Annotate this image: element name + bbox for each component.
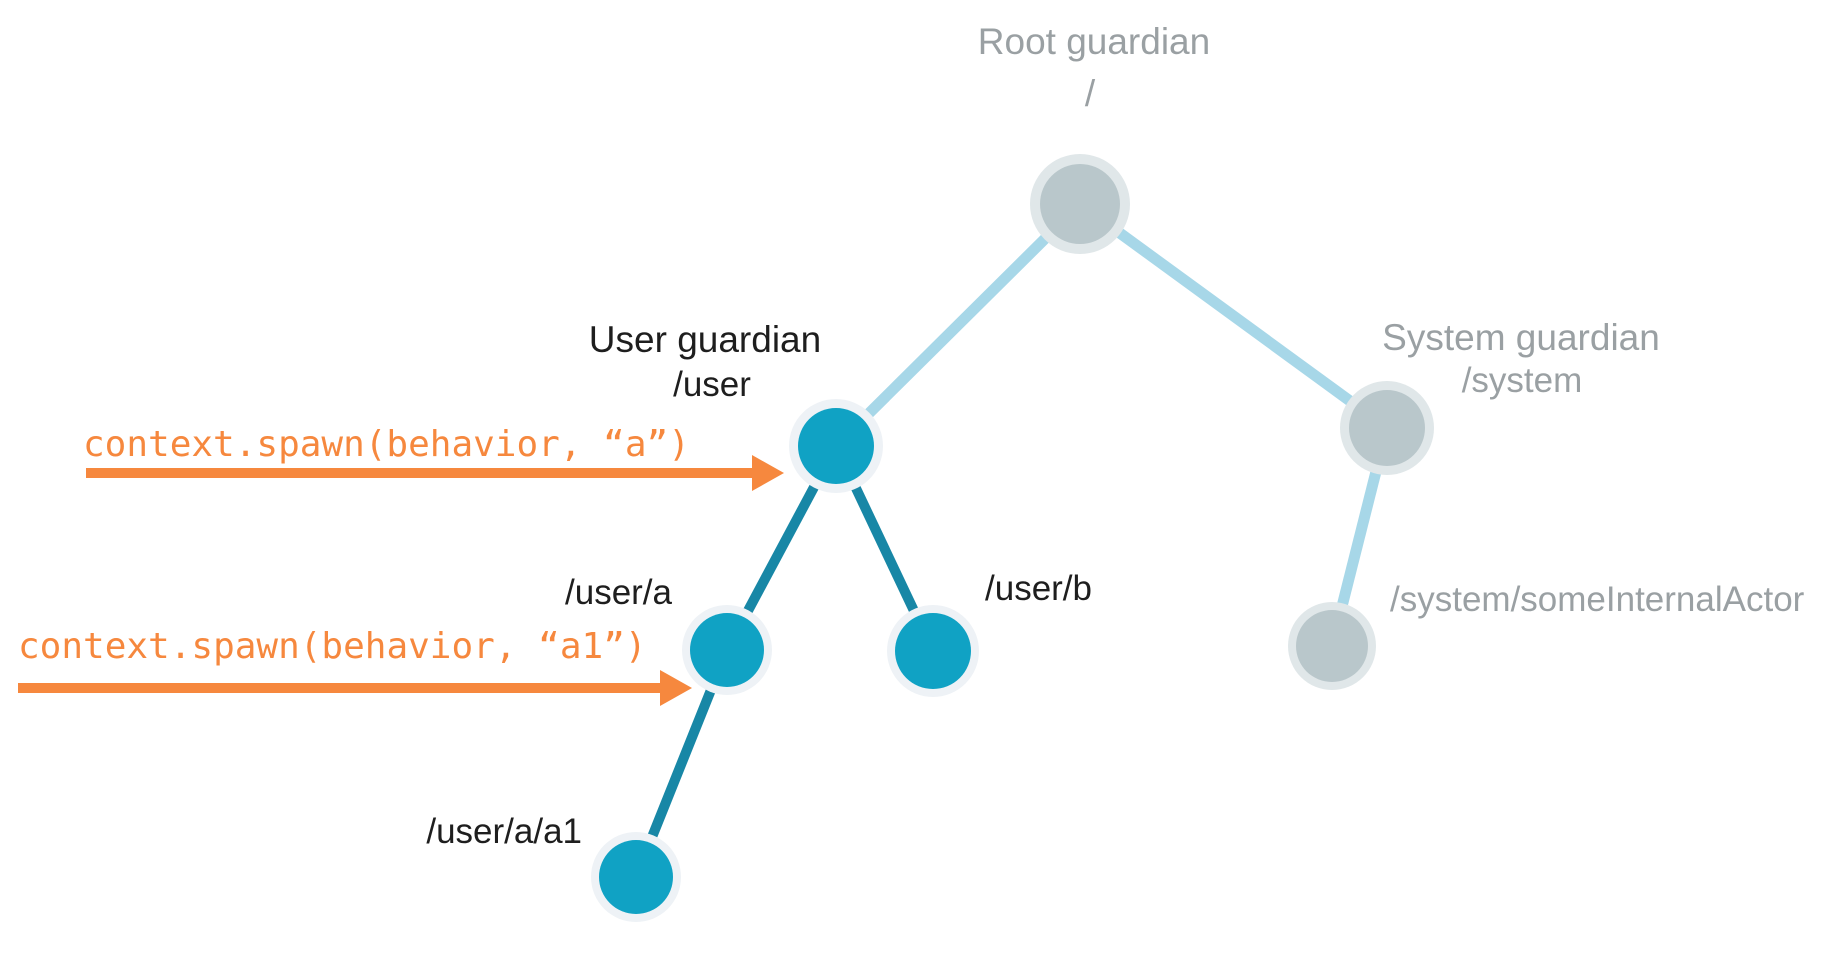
spawn-a-arrowhead-icon bbox=[752, 455, 784, 491]
edge-root-user bbox=[832, 200, 1084, 450]
system-internal-node bbox=[1296, 610, 1368, 682]
spawn-a1-code: context.spawn(behavior, “a1”) bbox=[18, 626, 647, 667]
user-guardian-label: User guardian bbox=[589, 319, 821, 360]
user-a-path-label: /user/a bbox=[565, 573, 673, 612]
user-a-a1-path-label: /user/a/a1 bbox=[426, 812, 582, 851]
edges bbox=[631, 199, 1393, 879]
nodes bbox=[591, 154, 1434, 922]
system-path-label: /system bbox=[1462, 361, 1583, 400]
edge-root-system bbox=[1076, 199, 1391, 433]
user-b-node bbox=[895, 613, 971, 689]
root-guardian-node bbox=[1040, 164, 1120, 244]
labels: Root guardian / User guardian /user Syst… bbox=[426, 21, 1804, 851]
user-a-node bbox=[690, 613, 764, 687]
spawn-a1-arrowhead-icon bbox=[660, 670, 692, 706]
spawn-a-annotation: context.spawn(behavior, “a”) bbox=[83, 424, 784, 491]
root-guardian-label: Root guardian bbox=[978, 21, 1210, 62]
spawn-a-code: context.spawn(behavior, “a”) bbox=[83, 424, 690, 465]
user-path-label: /user bbox=[673, 365, 751, 404]
spawn-a1-annotation: context.spawn(behavior, “a1”) bbox=[18, 626, 692, 706]
system-internal-path-label: /system/someInternalActor bbox=[1390, 580, 1805, 619]
system-guardian-label: System guardian bbox=[1382, 317, 1660, 358]
user-guardian-node bbox=[798, 408, 874, 484]
user-b-path-label: /user/b bbox=[985, 569, 1092, 608]
root-path-label: / bbox=[1085, 73, 1096, 114]
user-a-a1-node bbox=[599, 840, 673, 914]
system-guardian-node bbox=[1349, 390, 1425, 466]
